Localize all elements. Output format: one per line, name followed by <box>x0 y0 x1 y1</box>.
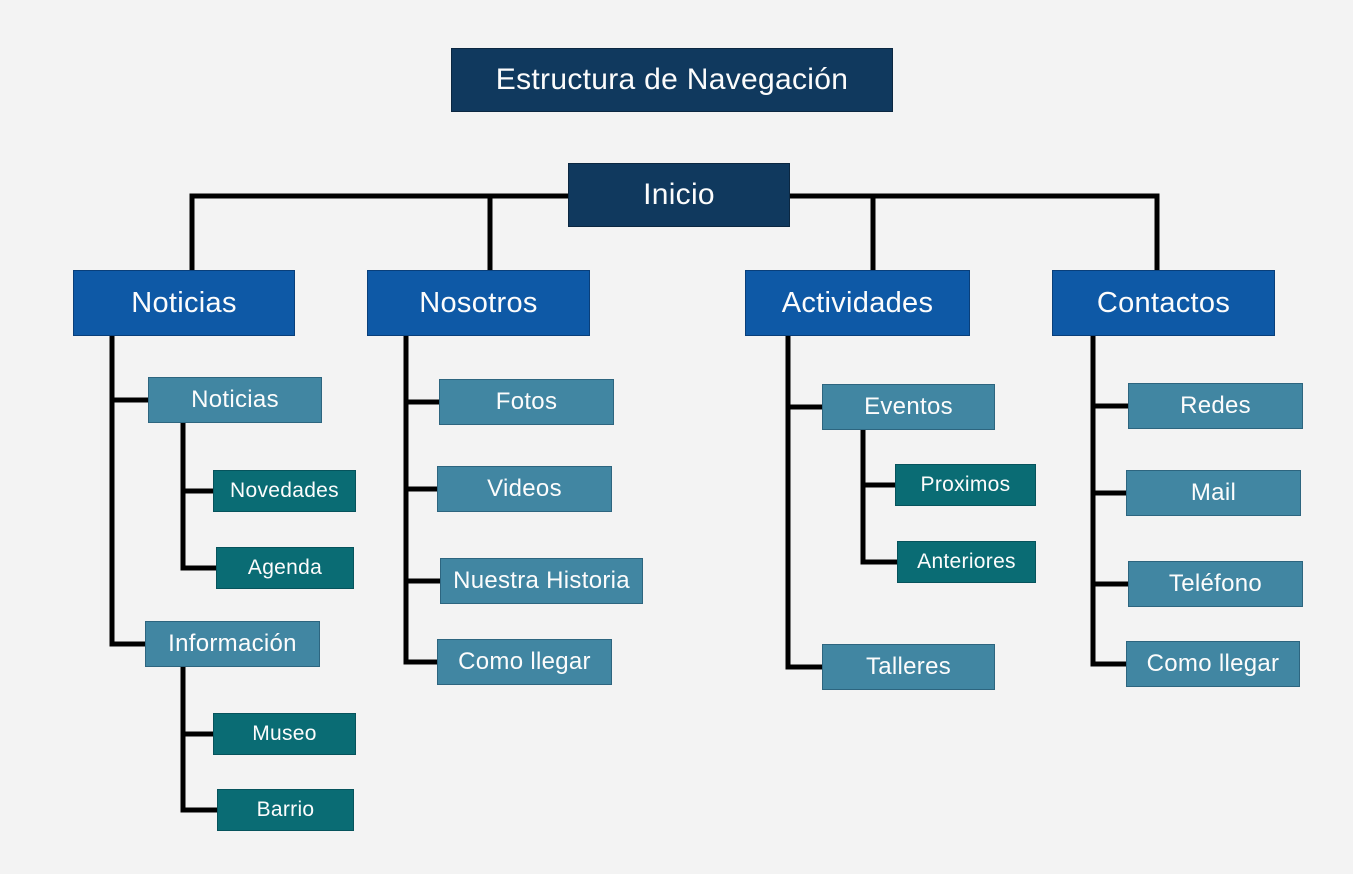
node-novedades: Novedades <box>213 470 356 512</box>
node-redes: Redes <box>1128 383 1303 429</box>
node-actividades: Actividades <box>745 270 970 336</box>
node-proximos: Proximos <box>895 464 1036 506</box>
node-talleres: Talleres <box>822 644 995 690</box>
node-noticias-sub: Noticias <box>148 377 322 423</box>
node-anteriores: Anteriores <box>897 541 1036 583</box>
node-inicio: Inicio <box>568 163 790 227</box>
node-nuestra-historia: Nuestra Historia <box>440 558 643 604</box>
node-como-llegar-contactos: Como llegar <box>1126 641 1300 687</box>
node-informacion: Información <box>145 621 320 667</box>
connector-contactos-branch <box>1090 336 1128 667</box>
connector-noticias-sub <box>180 423 216 571</box>
node-videos: Videos <box>437 466 612 512</box>
diagram-title: Estructura de Navegación <box>451 48 893 112</box>
node-telefono: Teléfono <box>1128 561 1303 607</box>
connector-informacion-sub <box>180 667 217 813</box>
connector-nosotros-branch <box>403 336 440 665</box>
node-agenda: Agenda <box>216 547 354 589</box>
node-eventos: Eventos <box>822 384 995 430</box>
node-mail: Mail <box>1126 470 1301 516</box>
node-barrio: Barrio <box>217 789 354 831</box>
node-nosotros: Nosotros <box>367 270 590 336</box>
node-noticias: Noticias <box>73 270 295 336</box>
connector-noticias-branch <box>109 336 148 647</box>
node-como-llegar-nosotros: Como llegar <box>437 639 612 685</box>
connector-actividades-branch <box>785 336 822 670</box>
connector-eventos-sub <box>860 430 897 565</box>
node-contactos: Contactos <box>1052 270 1275 336</box>
node-fotos: Fotos <box>439 379 614 425</box>
node-museo: Museo <box>213 713 356 755</box>
